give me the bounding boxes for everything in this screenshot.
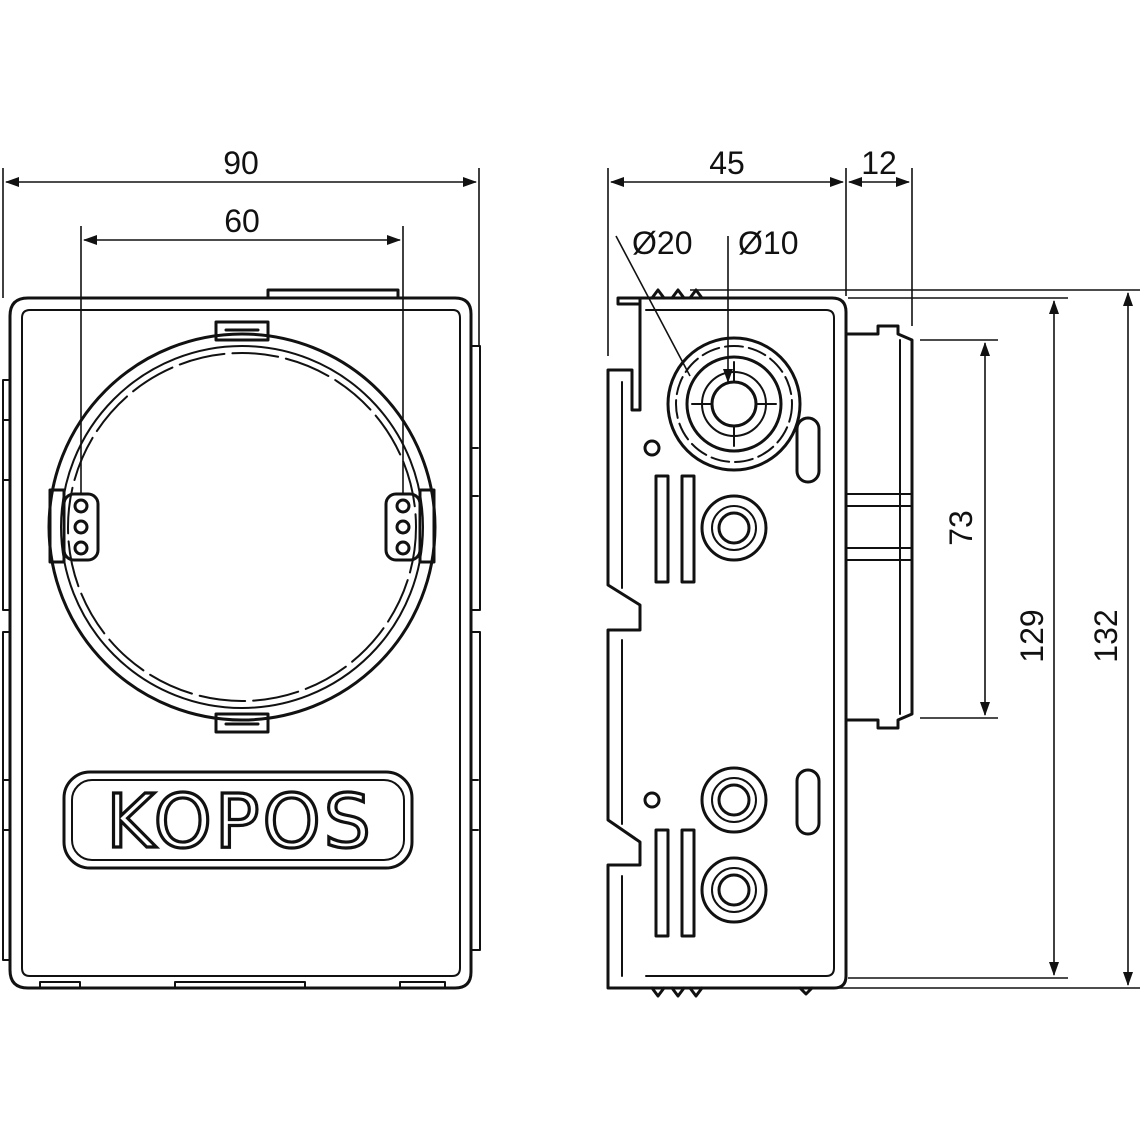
front-left-lugs [2,379,11,961]
knockout-small-1 [700,494,768,562]
side-view: Ø20 Ø10 45 12 73 129 [606,145,1140,998]
dimension-label-45: 45 [709,145,745,181]
side-inner-rim [645,309,835,977]
brand-plate: KOPOS [62,770,414,870]
label-diameter-10: Ø10 [738,225,798,261]
front-body-outline [8,296,473,990]
front-bottom-edge [39,981,446,989]
brand-logo-text: KOPOS [106,779,374,865]
dimension-label-60: 60 [224,203,260,239]
front-view: KOPOS 90 60 [2,145,481,990]
side-left-profile [606,302,642,990]
dimension-label-73: 73 [943,510,979,546]
side-front-flange [844,324,914,730]
ring-bottom-tab [214,712,270,734]
dimension-height-opening: 73 [920,339,998,719]
socket-ring [47,332,437,722]
dimension-width-overall: 90 [2,145,480,346]
dimension-label-12: 12 [861,145,897,181]
side-flange-segments [845,339,913,715]
front-inner-rim [21,309,461,977]
dimension-height-inner: 129 [848,297,1068,979]
dimension-depth-body: 45 [607,145,847,356]
knockout-large [666,336,802,472]
right-mounting-ear [384,488,436,564]
left-mounting-ear [48,488,100,564]
dimension-label-132: 132 [1088,609,1124,662]
dimension-label-90: 90 [223,145,259,181]
ring-top-tab [214,320,270,342]
side-slots [643,416,821,938]
knockout-small-2 [700,766,768,834]
front-right-lugs [470,345,481,951]
dimension-height-overall: 132 [690,289,1140,989]
front-top-tab [266,288,400,300]
label-diameter-20: Ø20 [632,225,692,261]
side-bottom-lip [650,986,814,998]
knockout-leaders: Ø20 Ø10 [615,225,798,383]
knockout-small-3 [700,856,768,924]
dimension-width-mount: 60 [80,203,404,494]
side-body-outline [638,296,848,990]
dimension-label-129: 129 [1014,609,1050,662]
dimension-depth-flange: 12 [848,145,913,326]
